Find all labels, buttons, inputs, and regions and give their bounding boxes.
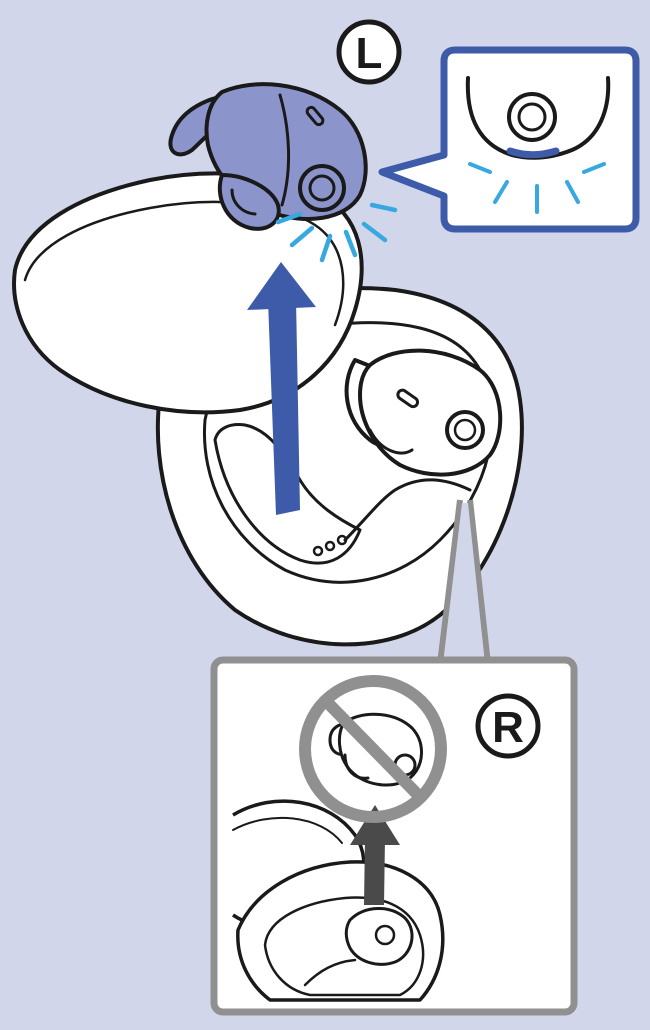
right-marker: R	[475, 693, 541, 759]
gray-arrow-head	[350, 805, 400, 845]
inset-lifted-earbud-tip	[343, 753, 370, 780]
led-ray	[289, 225, 315, 248]
right-earbud-button	[453, 418, 477, 442]
callout-bubble	[378, 46, 640, 233]
prohibition-ring	[299, 675, 447, 823]
left-earbud-seam	[278, 93, 291, 207]
connector-line	[467, 499, 491, 665]
led-ray	[319, 233, 333, 263]
left-earbud-button	[308, 174, 336, 202]
connector-fill	[443, 503, 485, 664]
inset-case-lid-edge	[232, 816, 343, 844]
led-ray	[582, 162, 606, 174]
circled-letter-icon	[336, 19, 402, 85]
led-ray	[361, 221, 388, 243]
left-earbud-slot	[305, 105, 325, 127]
case-right-cradle	[343, 478, 472, 542]
left-earbud-tip-inner	[230, 188, 257, 216]
left-marker-label: L	[356, 29, 383, 78]
inset-case-ledge	[303, 958, 357, 987]
prohibition-slash	[320, 695, 426, 803]
right-marker-label: R	[492, 703, 524, 752]
up-arrow-shaft	[268, 299, 300, 515]
case-contact-dot	[312, 545, 324, 557]
connector-line	[437, 499, 463, 665]
circled-letter-icon	[475, 693, 541, 759]
up-arrow-icon	[350, 805, 400, 905]
right-earbud-tip	[368, 428, 414, 455]
led-ray	[565, 180, 580, 204]
right-side-inset: R	[210, 656, 578, 1016]
callout-earbud-closeup	[465, 76, 611, 160]
led-light-icon	[275, 202, 398, 263]
up-arrow-head	[247, 262, 316, 310]
left-earbud	[168, 82, 368, 231]
led-callout	[378, 46, 640, 233]
inset-connector	[437, 499, 491, 665]
led-ray	[343, 229, 358, 258]
left-earbud-tip	[217, 173, 281, 231]
callout-led-strip	[506, 147, 560, 159]
gray-arrow-shaft	[364, 838, 385, 905]
led-ray	[369, 202, 398, 213]
inset-earbud-button	[374, 924, 396, 946]
led-ray	[493, 180, 509, 204]
left-marker: L	[336, 19, 402, 85]
right-earbud-in-case	[343, 348, 503, 542]
led-light-icon	[468, 162, 606, 214]
callout-button	[517, 102, 547, 132]
case-contact-dot	[324, 540, 336, 552]
led-ray	[275, 211, 303, 225]
led-ray	[468, 162, 492, 174]
right-earbud-slot	[396, 388, 420, 409]
up-arrow-icon	[247, 262, 316, 515]
prohibition-icon	[299, 675, 447, 823]
